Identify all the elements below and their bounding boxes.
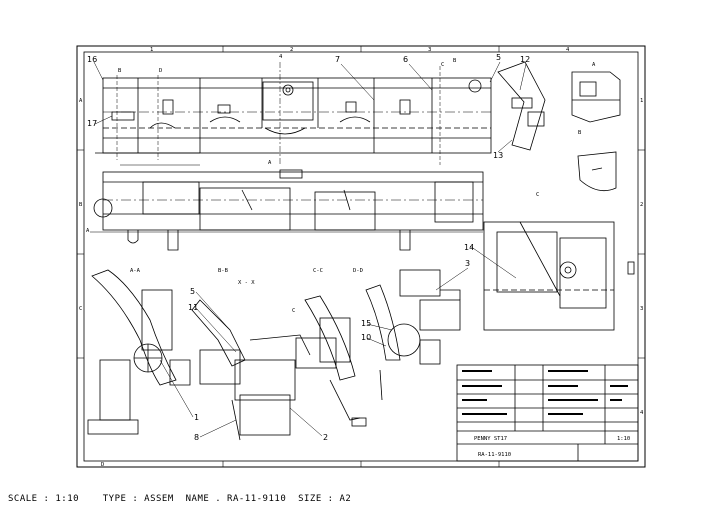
view-label-c: C: [292, 308, 295, 314]
size-value: A2: [339, 494, 352, 504]
section-mark-a-bottom: A: [268, 160, 272, 166]
title-block-number: RA-11-9110: [478, 452, 511, 458]
part-label-2: 2: [323, 433, 328, 442]
part-label-6: 8: [194, 433, 199, 442]
front-view: [90, 169, 484, 251]
scale-value: 1:10: [55, 494, 80, 504]
section-label-a-a: A-A: [130, 268, 141, 274]
border-ticks: [77, 46, 645, 467]
top-view: [95, 62, 492, 166]
section-mark-d: D: [159, 68, 162, 74]
part-label-14: 14: [464, 243, 474, 252]
arm-part-12: [468, 61, 546, 151]
type-label: TYPE :: [102, 494, 139, 504]
border-mark-top-4: 4: [566, 47, 570, 53]
border-mark-right-2: 2: [640, 202, 643, 208]
name-value: RA-11-9110: [227, 494, 287, 504]
title-block-name: PENNY ST17: [474, 436, 507, 442]
border-mark-top-3: 3: [428, 47, 431, 53]
part-label-5: 5: [190, 287, 195, 296]
size-label: SIZE :: [298, 494, 334, 504]
part-label-16: 16: [87, 55, 97, 64]
border-mark-bottom-d: D: [101, 462, 104, 468]
detail-b-label: B: [578, 130, 582, 136]
border-mark-right-1: 1: [640, 98, 643, 104]
part-label-15: 15: [361, 319, 371, 328]
type-value: ASSEM: [144, 494, 174, 504]
section-label-d-d: D-D: [353, 268, 363, 274]
section-c-c-drawing: [295, 295, 367, 427]
border-mark-right-3: 3: [640, 306, 643, 312]
part-label-8: 6: [403, 55, 408, 64]
part-label-17: 17: [87, 119, 97, 128]
border-mark-top-1: 1: [150, 47, 153, 53]
ref-label-c-right: C: [536, 192, 539, 198]
title-block-fill: [462, 370, 628, 415]
section-label-x-x: X - X: [238, 280, 255, 286]
section-mark-4: 4: [279, 54, 283, 60]
section-mark-b-right: B: [453, 58, 457, 64]
border-mark-top-2: 2: [290, 47, 293, 53]
border-mark-right-4: 4: [640, 410, 644, 416]
border-mark-left-b: B: [79, 202, 83, 208]
part-label-3: 3: [465, 259, 470, 268]
part-label-10: 10: [361, 333, 371, 342]
part-label-1: 1: [194, 413, 199, 422]
part-label-7: 5: [496, 53, 501, 62]
detail-b-side: [577, 151, 617, 192]
title-block: [456, 364, 639, 462]
part-label-12: 12: [520, 55, 530, 64]
section-d-d-drawing: [365, 269, 461, 401]
part-label-11: 11: [188, 303, 198, 312]
name-label: NAME .: [185, 494, 222, 504]
section-mark-b: B: [118, 68, 122, 74]
part-label-13: 13: [493, 151, 503, 160]
section-a-a-drawing: [87, 269, 191, 435]
section-b-b-drawing: [191, 299, 311, 441]
scale-label: SCALE :: [8, 494, 50, 504]
section-mark-c: C: [441, 62, 444, 68]
part-label-9: 7: [335, 55, 340, 64]
section-label-b-b: B-B: [218, 268, 229, 274]
detail-a-side: [571, 71, 621, 123]
border-mark-left-a: A: [79, 98, 83, 104]
section-label-c-c: C-C: [313, 268, 323, 274]
bracket-assembly-14: [483, 221, 635, 331]
border-mark-left-c: C: [79, 306, 82, 312]
footer-info: SCALE : 1:10 TYPE : ASSEM NAME . RA-11-9…: [8, 494, 351, 504]
ref-label-a-left: A: [86, 228, 90, 234]
detail-a-label: A: [592, 62, 596, 68]
leader-lines: [93, 61, 527, 438]
title-block-scale: 1:10: [617, 436, 630, 442]
